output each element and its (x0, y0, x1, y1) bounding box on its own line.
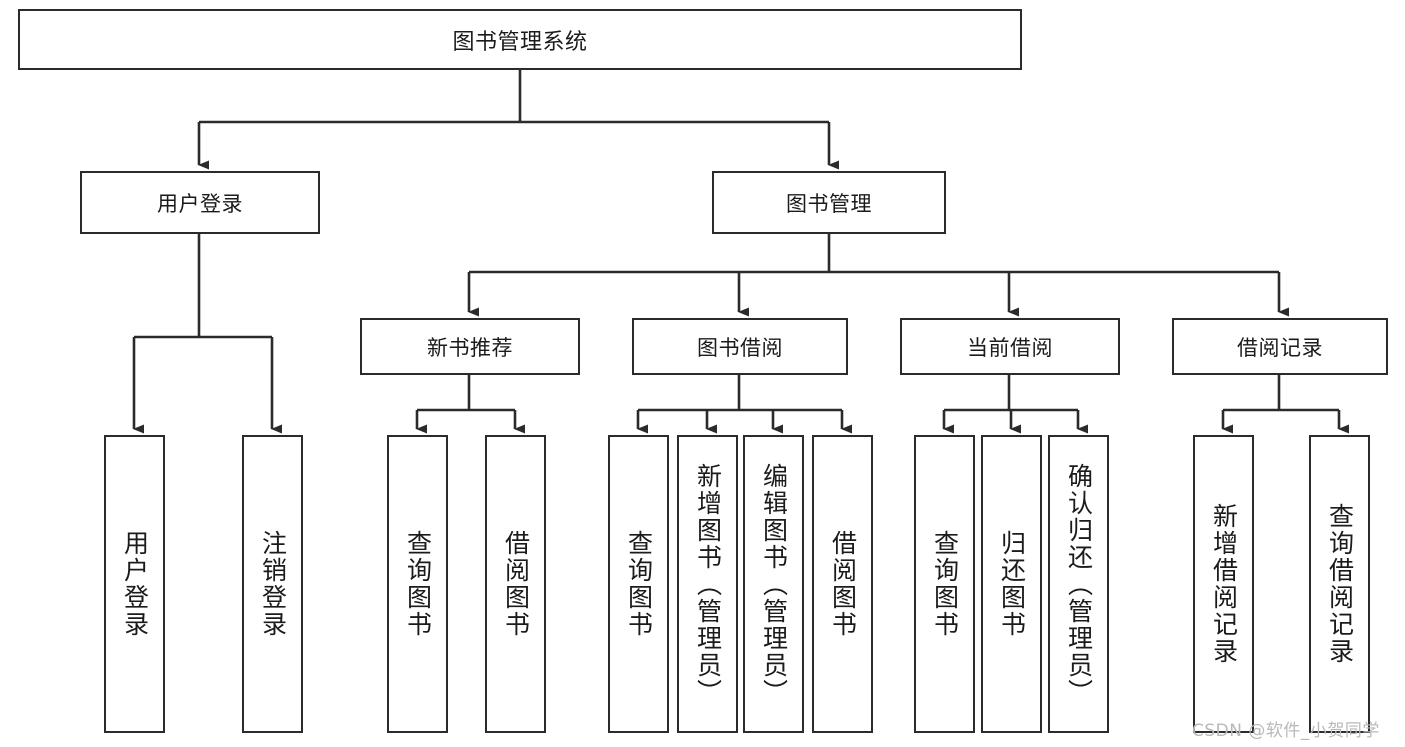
leaf-query-book-2[interactable]: 查询图书 (608, 435, 669, 733)
node-book-management[interactable]: 图书管理 (712, 171, 946, 234)
leaf-query-book-3-label: 查询图书 (930, 530, 960, 638)
leaf-query-borrow-record[interactable]: 查询借阅记录 (1309, 435, 1370, 733)
node-book-management-label: 图书管理 (786, 191, 872, 216)
leaf-query-book-2-label: 查询图书 (624, 530, 654, 638)
node-user-login[interactable]: 用户登录 (80, 171, 320, 234)
leaf-borrow-book-1[interactable]: 借阅图书 (485, 435, 546, 733)
node-borrowing-record-label: 借阅记录 (1237, 335, 1323, 360)
leaf-query-book-1-label: 查询图书 (403, 530, 433, 638)
leaf-add-borrow-record[interactable]: 新增借阅记录 (1193, 435, 1254, 733)
leaf-query-book-1[interactable]: 查询图书 (387, 435, 448, 733)
node-new-book-recommendation[interactable]: 新书推荐 (360, 318, 580, 375)
leaf-borrow-book-2-label: 借阅图书 (828, 530, 858, 638)
leaf-return-book-label: 归还图书 (997, 530, 1027, 638)
node-root-book-management-system[interactable]: 图书管理系统 (18, 9, 1022, 70)
node-borrowing-record[interactable]: 借阅记录 (1172, 318, 1388, 375)
leaf-return-book[interactable]: 归还图书 (981, 435, 1042, 733)
leaf-logout-login-label: 注销登录 (258, 530, 288, 638)
node-current-borrowing[interactable]: 当前借阅 (900, 318, 1120, 375)
leaf-edit-book-admin-label: 编辑图书（管理员） (759, 462, 789, 706)
leaf-confirm-return-admin-label: 确认归还（管理员） (1064, 462, 1094, 706)
node-root-label: 图书管理系统 (452, 29, 588, 55)
leaf-logout-login[interactable]: 注销登录 (242, 435, 303, 733)
leaf-query-borrow-record-label: 查询借阅记录 (1325, 503, 1355, 665)
node-user-login-label: 用户登录 (157, 191, 243, 216)
node-book-borrowing[interactable]: 图书借阅 (632, 318, 848, 375)
leaf-add-book-admin-label: 新增图书（管理员） (693, 462, 723, 706)
leaf-borrow-book-2[interactable]: 借阅图书 (812, 435, 873, 733)
node-new-book-recommendation-label: 新书推荐 (427, 335, 513, 360)
leaf-add-borrow-record-label: 新增借阅记录 (1209, 503, 1239, 665)
leaf-user-login[interactable]: 用户登录 (104, 435, 165, 733)
node-current-borrowing-label: 当前借阅 (967, 335, 1053, 360)
leaf-user-login-label: 用户登录 (120, 530, 150, 638)
leaf-edit-book-admin[interactable]: 编辑图书（管理员） (743, 435, 804, 733)
leaf-confirm-return-admin[interactable]: 确认归还（管理员） (1048, 435, 1109, 733)
node-book-borrowing-label: 图书借阅 (697, 335, 783, 360)
leaf-query-book-3[interactable]: 查询图书 (914, 435, 975, 733)
leaf-add-book-admin[interactable]: 新增图书（管理员） (677, 435, 738, 733)
leaf-borrow-book-1-label: 借阅图书 (501, 530, 531, 638)
